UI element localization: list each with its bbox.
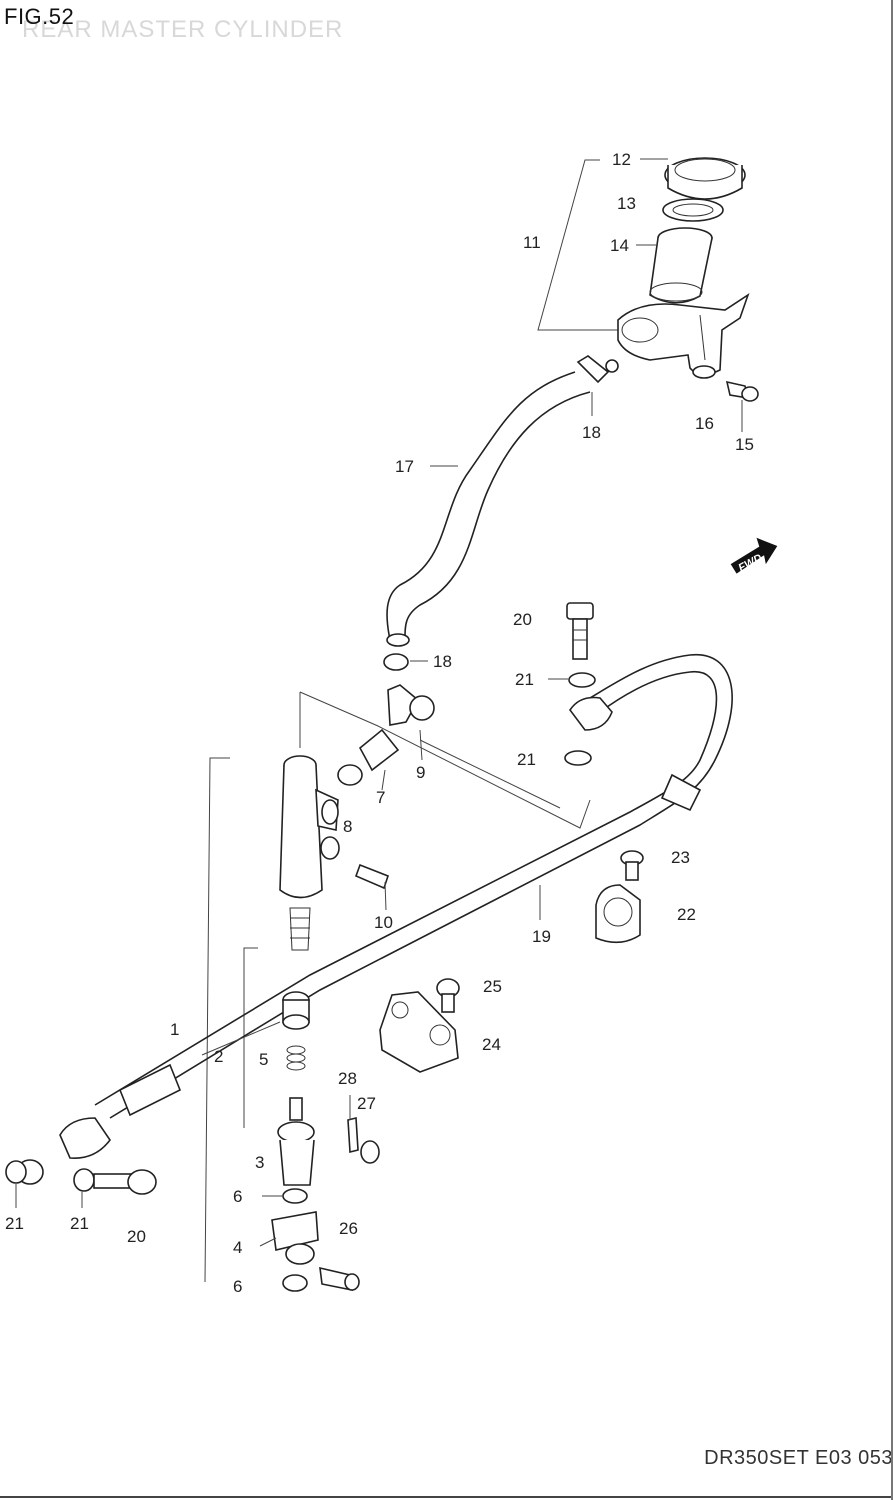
- washer-21-d: [73, 1168, 95, 1192]
- master-cylinder-column: [279, 755, 340, 951]
- clevis-4: [271, 1211, 319, 1265]
- callout-17: 17: [395, 457, 414, 476]
- nut-6-upper: [282, 1188, 308, 1204]
- washer-16: [692, 365, 716, 379]
- reservoir-cap: [664, 157, 746, 200]
- union-bolt-20-lower: [93, 1169, 157, 1195]
- callout-13: 13: [617, 194, 636, 213]
- guard-22: [595, 884, 641, 944]
- right-border: [891, 0, 893, 1500]
- callout-21-a: 21: [515, 670, 534, 689]
- callout-8: 8: [343, 817, 352, 836]
- pin-10: [354, 863, 389, 890]
- callout-21-c: 21: [5, 1214, 24, 1233]
- hose-clamp-lower: [383, 653, 409, 671]
- callout-2: 2: [214, 1047, 223, 1066]
- piston-assembly-2: [282, 991, 310, 1030]
- callout-6-lower: 6: [233, 1277, 242, 1296]
- callout-15: 15: [735, 435, 754, 454]
- fwd-arrow-icon: FWD: [730, 537, 778, 574]
- callout-1: 1: [170, 1020, 179, 1039]
- mounting-bolt-15: [725, 380, 759, 402]
- fwd-label: FWD: [736, 552, 764, 574]
- bottom-border: [0, 1496, 893, 1498]
- callout-18-lower: 18: [433, 652, 452, 671]
- hose-clamp-upper: [576, 355, 619, 384]
- callout-24: 24: [482, 1035, 501, 1054]
- bracket-lines: [204, 159, 620, 1283]
- callout-19: 19: [532, 927, 551, 946]
- callout-20-upper: 20: [513, 610, 532, 629]
- callout-27: 27: [357, 1094, 376, 1113]
- leader-lines: [15, 158, 743, 1247]
- figure-title: FIG.52: [4, 4, 75, 29]
- pushrod-3: [277, 1097, 315, 1186]
- callout-12: 12: [612, 150, 631, 169]
- washer-21-b: [564, 750, 592, 766]
- callout-20-lower: 20: [127, 1227, 146, 1246]
- washer-27: [360, 1140, 380, 1164]
- callout-21-b: 21: [517, 750, 536, 769]
- callout-22: 22: [677, 905, 696, 924]
- callout-21-d: 21: [70, 1214, 89, 1233]
- bolt-23: [620, 850, 644, 881]
- hose-fitting-7: [337, 728, 400, 786]
- master-cylinder-body: [617, 293, 750, 376]
- washer-21-a: [568, 672, 596, 688]
- callout-9: 9: [416, 763, 425, 782]
- clevis-pin-26: [319, 1266, 360, 1292]
- callout-23: 23: [671, 848, 690, 867]
- callout-14: 14: [610, 236, 629, 255]
- callout-4: 4: [233, 1238, 242, 1257]
- figure-subtitle: REAR MASTER CYLINDER: [22, 16, 344, 43]
- callout-5: 5: [259, 1050, 268, 1069]
- callout-10: 10: [374, 913, 393, 932]
- reservoir-body: [649, 227, 713, 304]
- spring-5: [286, 1045, 306, 1071]
- reservoir-hose: [386, 371, 591, 647]
- callout-18-upper: 18: [582, 423, 601, 442]
- footer-part-code: DR350SET E03 053: [704, 1447, 893, 1469]
- callout-7: 7: [376, 788, 385, 807]
- cotter-pin-28: [347, 1116, 359, 1154]
- elbow-joint-9: [387, 684, 435, 726]
- callout-28: 28: [338, 1069, 357, 1088]
- bracket-24: [379, 991, 459, 1073]
- nut-6-lower: [282, 1274, 308, 1292]
- callout-26: 26: [339, 1219, 358, 1238]
- callout-16: 16: [695, 414, 714, 433]
- callout-labels: 12 13 11 14 18 16 15 17 20 18 21 21 9 7 …: [5, 150, 754, 1296]
- callout-25: 25: [483, 977, 502, 996]
- brake-hose-19: [59, 654, 733, 1159]
- washer-21-c: [5, 1160, 27, 1184]
- callout-3: 3: [255, 1153, 264, 1172]
- bolt-25: [436, 978, 460, 1013]
- reservoir-diaphragm: [662, 198, 724, 222]
- callout-6-upper: 6: [233, 1187, 242, 1206]
- callout-11: 11: [523, 233, 541, 252]
- union-bolt-20-upper: [566, 602, 594, 660]
